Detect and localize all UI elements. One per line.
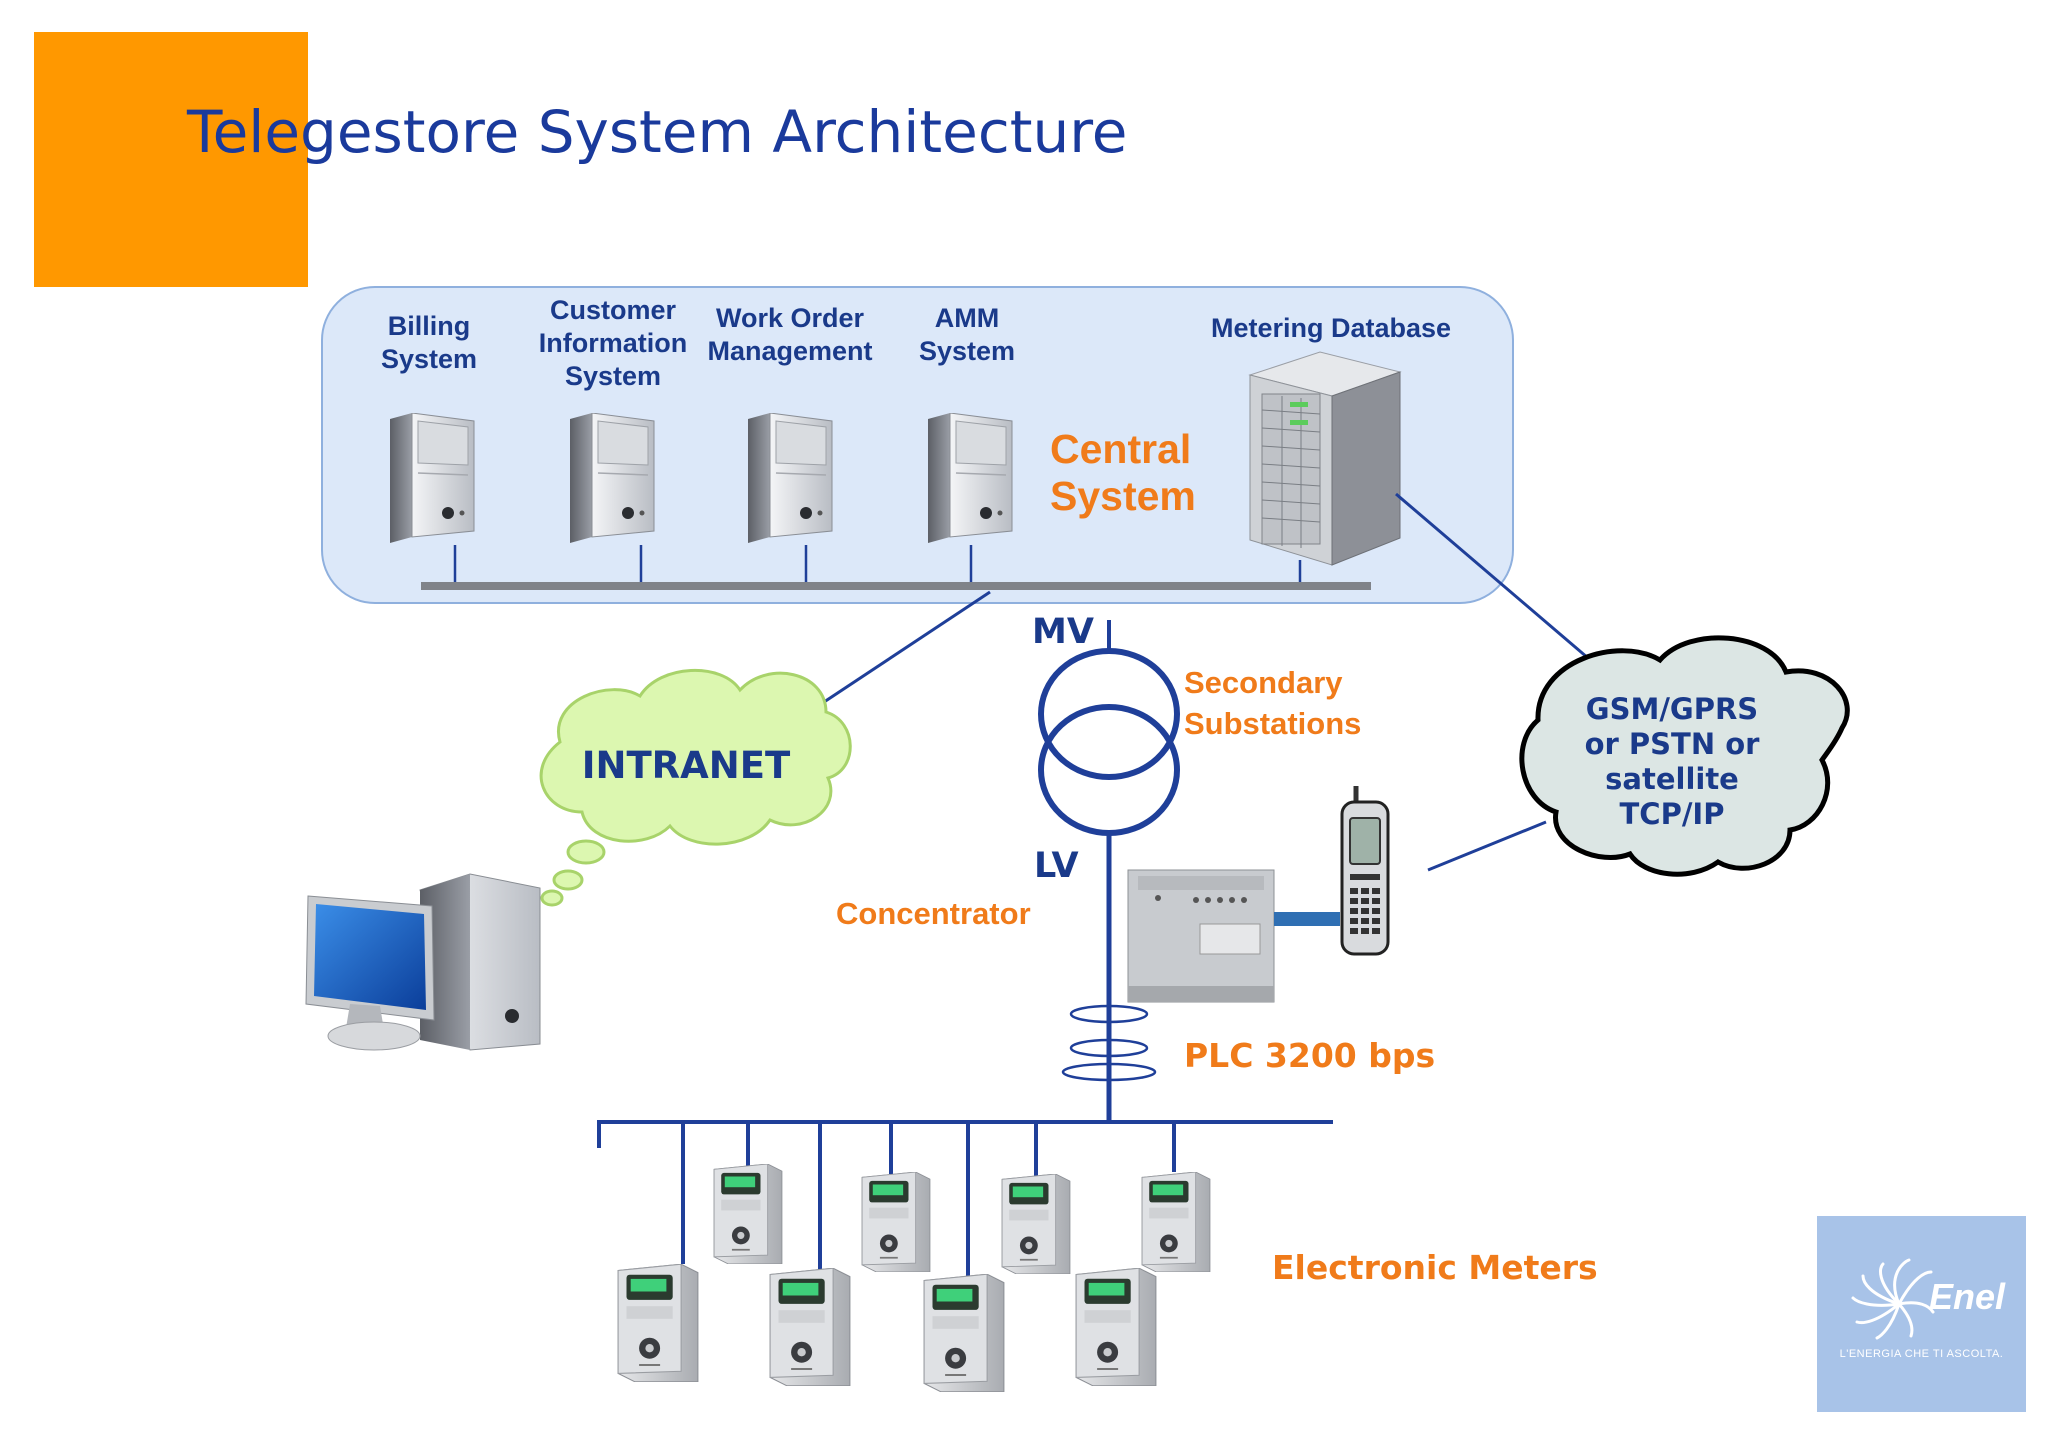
enel-sun-icon bbox=[1851, 1258, 1935, 1340]
central-system-heading: Central System bbox=[1050, 426, 1196, 519]
meter-icon bbox=[617, 1264, 699, 1382]
meters-bus bbox=[597, 1120, 1333, 1278]
plc-label: PLC 3200 bps bbox=[1184, 1036, 1436, 1075]
work-order-label: Work Order Management bbox=[707, 303, 873, 366]
logo-wordmark: Enel bbox=[1929, 1276, 2006, 1317]
billing-server-icon bbox=[389, 413, 475, 543]
concentrator-device-icon bbox=[1127, 869, 1340, 1003]
mv-label: MV bbox=[1032, 612, 1094, 652]
accent-block bbox=[34, 32, 308, 287]
transformer-mv-coil bbox=[1038, 648, 1180, 780]
wan-link-top bbox=[1395, 492, 1589, 660]
amm-system-label: AMM System bbox=[918, 303, 1016, 366]
metering-database-server-icon bbox=[1248, 351, 1402, 566]
page-title: Telegestore System Architecture bbox=[187, 98, 1128, 166]
wan-link-bottom bbox=[1427, 820, 1547, 872]
metering-database-label: Metering Database bbox=[1210, 313, 1452, 343]
mobile-phone-icon bbox=[1340, 786, 1390, 956]
meter-icon bbox=[1075, 1268, 1157, 1386]
meter-icon bbox=[1001, 1174, 1071, 1274]
enel-logo: Enel L'ENERGIA CHE TI ASCOLTA. bbox=[1817, 1216, 2026, 1412]
meter-icon bbox=[923, 1274, 1005, 1392]
work-order-server-icon bbox=[747, 413, 833, 543]
central-bus bbox=[421, 582, 1371, 590]
logo-tagline: L'ENERGIA CHE TI ASCOLTA. bbox=[1839, 1348, 2004, 1360]
lv-label: LV bbox=[1034, 846, 1079, 886]
meter-icon bbox=[769, 1268, 851, 1386]
concentrator-label: Concentrator bbox=[836, 896, 1031, 931]
secondary-substations-label: Secondary Substations bbox=[1184, 665, 1362, 741]
meter-icon bbox=[713, 1164, 783, 1264]
workstation-icon bbox=[305, 873, 541, 1051]
electronic-meters-label: Electronic Meters bbox=[1272, 1248, 1598, 1287]
meter-icon bbox=[861, 1172, 931, 1272]
transformer-lv-coil bbox=[1038, 704, 1180, 836]
wan-cloud bbox=[1519, 635, 1850, 877]
customer-info-server-icon bbox=[569, 413, 655, 543]
wan-label: GSM/GPRS or PSTN or satellite TCP/IP bbox=[1584, 692, 1760, 831]
intranet-link bbox=[817, 590, 991, 708]
amm-server-icon bbox=[927, 413, 1013, 543]
intranet-label: INTRANET bbox=[581, 744, 791, 787]
meter-icon bbox=[1141, 1172, 1211, 1272]
intranet-cloud bbox=[539, 669, 852, 907]
customer-info-system-label: Customer Information System bbox=[538, 295, 688, 391]
billing-system-label: Billing System bbox=[380, 311, 478, 374]
